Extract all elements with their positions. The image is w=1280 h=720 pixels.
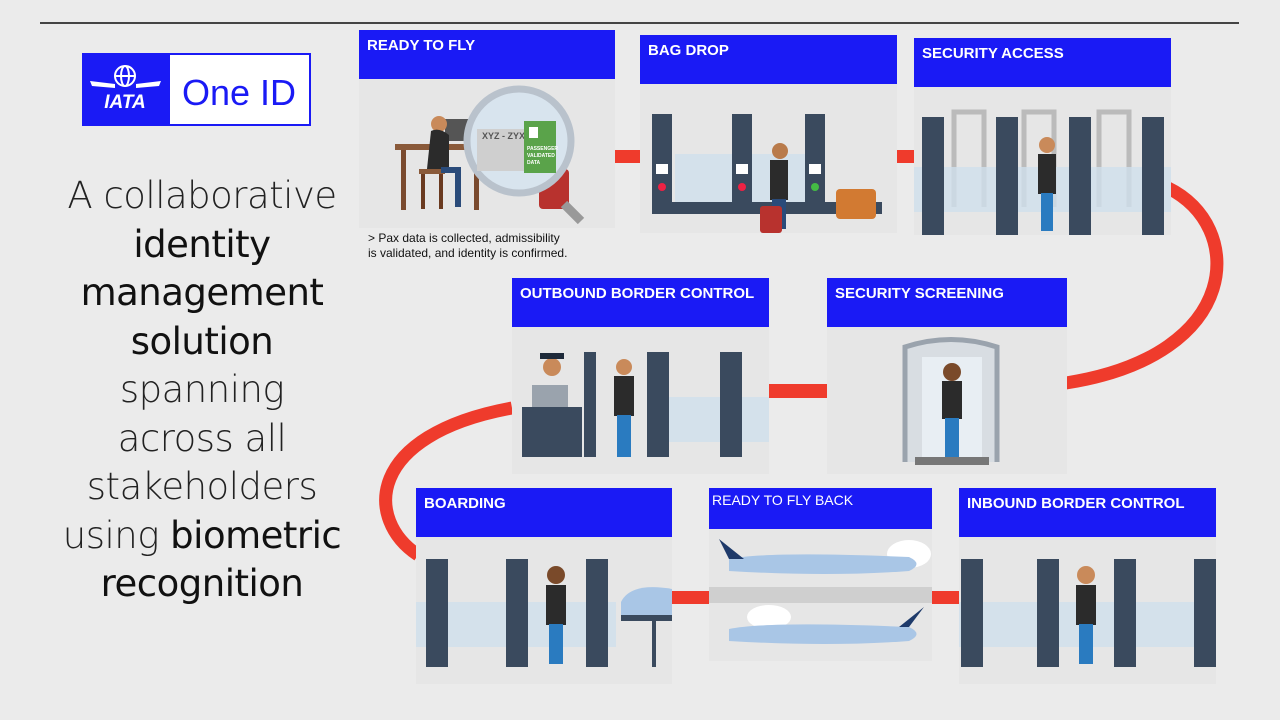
airplane-icon [719,539,917,574]
person-head [547,566,565,584]
tagline-line: A collaborative [67,174,337,217]
bag-drop-scene [640,84,897,233]
security-access-scene [914,87,1171,235]
airplanes-scene [709,529,932,661]
gate-pillar [586,559,608,667]
boarding-scene [416,537,672,684]
kiosk [652,114,672,202]
step-outbound-border-control: OUTBOUND BORDER CONTROL [512,278,769,474]
step-title: OUTBOUND BORDER CONTROL [512,278,769,327]
step-ready-to-fly-back: READY TO FLY BACK [709,488,932,661]
iata-one-id-logo: IATA One ID [82,53,311,126]
step-bag-drop: BAG DROP [640,35,897,233]
step-title: BAG DROP [640,35,897,84]
tagline-line: management [80,271,324,314]
inbound-border-scene [959,537,1216,684]
globe-icon [114,65,136,87]
connector-ready-to-bagdrop [614,150,641,163]
tagline-line: solution [130,319,274,363]
tagline-line: spanning [119,368,285,411]
step-boarding: BOARDING [416,488,672,684]
airplane-nose [621,587,672,615]
step-note: > Pax data is collected, admissibility i… [368,231,568,260]
kiosk [805,114,825,202]
gate-pillar [647,352,669,457]
logo-product: One ID [182,72,296,113]
svg-text:PASSENGER: PASSENGER [527,146,558,152]
person-head [616,359,632,375]
tagline: A collaborative identity management solu… [45,172,359,609]
gate-pillar [922,117,944,235]
step-inbound-border-control: INBOUND BORDER CONTROL [959,488,1216,684]
step-title: INBOUND BORDER CONTROL [959,488,1216,537]
officer-head [543,358,561,376]
person-head [1077,566,1095,584]
tagline-line: across all [117,416,287,460]
gate-pillar [1037,559,1059,667]
tagline-line: recognition [100,562,304,605]
outbound-border-scene [512,327,769,474]
gate-pillar [1114,559,1136,667]
chair [419,169,445,174]
step-ready-to-fly: READY TO FLY XYZ - ZYX PASSENGER VALIDAT… [359,30,615,228]
gate-pillar [720,352,742,457]
suitcase [836,189,876,219]
person-head [431,116,447,132]
gate-pillar [996,117,1018,235]
connector-outbound-to-boarding [379,401,514,561]
step-title: READY TO FLY [359,30,615,79]
gate-pillar [1069,117,1091,235]
body-scanner-scene [827,327,1067,474]
gate-pillar [1142,117,1164,235]
connector-flyback-to-inbound [932,591,960,604]
person-head [943,363,961,381]
connector-security-access-to-screening [1064,182,1224,390]
step-title: SECURITY SCREENING [827,278,1067,327]
person-head [1039,137,1055,153]
step-title: READY TO FLY BACK [709,488,932,529]
logo-brand: IATA [104,92,146,113]
tagline-line: identity [133,222,271,266]
cloud [747,605,791,629]
gate-pillar [961,559,983,667]
gate-pillar [426,559,448,667]
kiosk [732,114,752,202]
suitcase [760,206,782,233]
tagline-line: stakeholders [86,465,318,508]
gate-pillar [506,559,528,667]
step-title: BOARDING [416,488,672,537]
officer-desk [522,407,582,457]
svg-text:VALIDATED: VALIDATED [527,153,555,159]
route-label: XYZ - ZYX [482,131,525,141]
step-title: SECURITY ACCESS [914,38,1171,87]
svg-text:DATA: DATA [527,160,541,166]
check-in-scene: XYZ - ZYX PASSENGER VALIDATED DATA [359,79,615,228]
connector-screening-to-outbound [768,384,828,398]
connector-boarding-to-flyback [672,591,710,604]
step-security-screening: SECURITY SCREENING [827,278,1067,474]
top-rule [40,22,1239,24]
gate-pillar [1194,559,1216,667]
tagline-line: using biometric [62,513,342,557]
step-security-access: SECURITY ACCESS [914,38,1171,235]
airplane-icon [729,607,924,644]
connector-bagdrop-to-security [897,150,915,163]
person-head [772,143,788,159]
